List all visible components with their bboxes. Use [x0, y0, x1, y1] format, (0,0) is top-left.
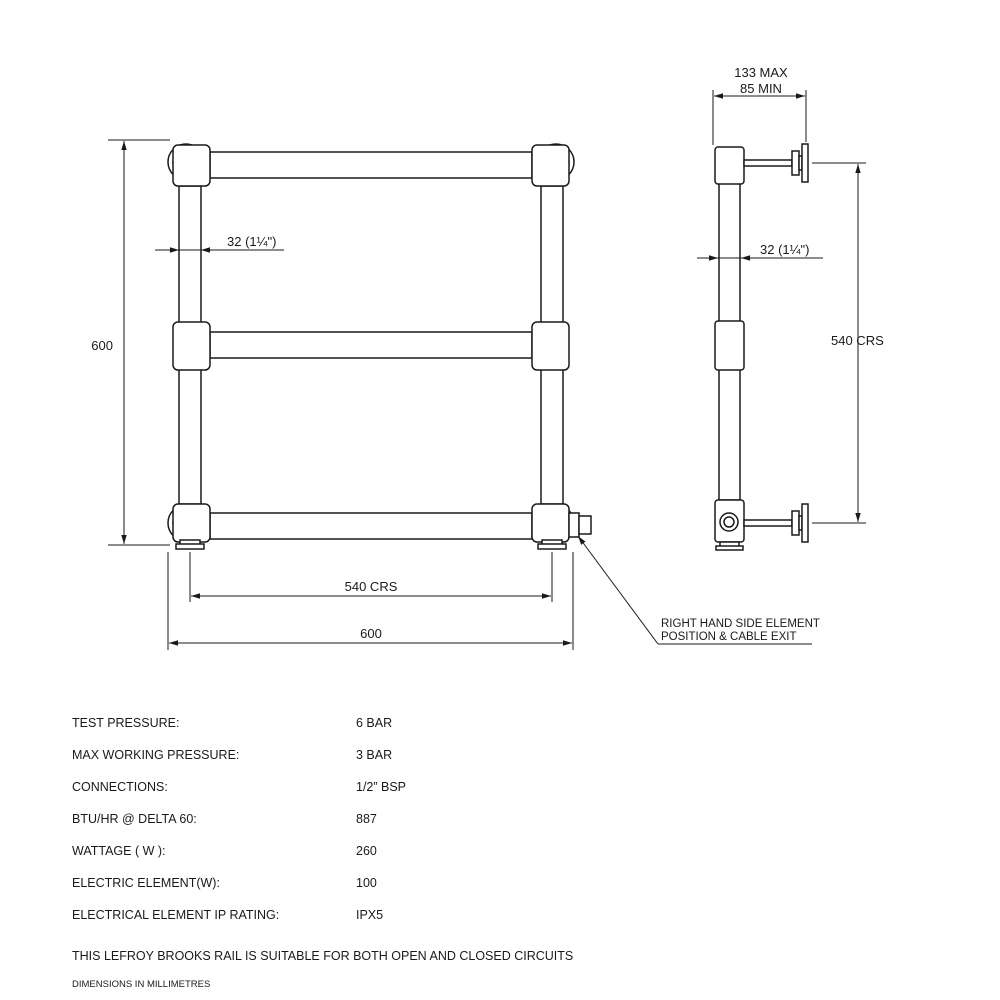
front-centres-label: 540 CRS	[345, 579, 398, 594]
spec-value: IPX5	[356, 908, 384, 922]
side-centres-label: 540 CRS	[831, 333, 884, 348]
height-label: 600	[91, 338, 113, 353]
spec-value: 3 BAR	[356, 748, 393, 762]
spec-label: ELECTRIC ELEMENT(W):	[72, 876, 220, 890]
spec-row: ELECTRIC ELEMENT(W): 100	[72, 876, 672, 894]
middle-rail	[209, 331, 533, 359]
spec-label: WATTAGE ( W ):	[72, 844, 166, 858]
bracket-arm-top	[743, 159, 793, 167]
projection-max-label: 133 MAX	[734, 65, 788, 80]
callout-line-1: RIGHT HAND SIDE ELEMENT	[661, 618, 820, 630]
spec-row: TEST PRESSURE: 6 BAR	[72, 716, 672, 734]
side-joint-middle	[714, 320, 745, 371]
spec-label: BTU/HR @ DELTA 60:	[72, 812, 197, 826]
side-dimensions	[697, 90, 866, 524]
element-cap	[568, 512, 580, 538]
circuit-suitability-note: THIS LEFROY BROOKS RAIL IS SUITABLE FOR …	[72, 949, 574, 963]
joint-bottom-right	[531, 503, 570, 543]
width-label: 600	[360, 626, 382, 641]
spec-row: CONNECTIONS: 1/2” BSP	[72, 780, 672, 798]
front-dimensions	[108, 139, 812, 650]
wall-plate-bottom	[801, 503, 809, 543]
top-rail	[209, 151, 533, 179]
bracket-arm-bottom	[743, 519, 793, 527]
projection-min-label: 85 MIN	[740, 81, 782, 96]
spec-row: ELECTRICAL ELEMENT IP RATING: IPX5	[72, 908, 672, 926]
joint-top-right	[531, 144, 570, 187]
spec-label: TEST PRESSURE:	[72, 716, 180, 730]
wall-plate-top	[801, 143, 809, 183]
spec-label: ELECTRICAL ELEMENT IP RATING:	[72, 908, 280, 922]
joint-middle-right	[531, 321, 570, 371]
side-view	[714, 143, 809, 551]
side-joint-top	[714, 146, 745, 185]
spec-value: 1/2” BSP	[356, 780, 407, 794]
spec-value: 100	[356, 876, 377, 890]
spec-label: CONNECTIONS:	[72, 780, 168, 794]
spec-row: BTU/HR @ DELTA 60: 887	[72, 812, 672, 830]
spec-value: 887	[356, 812, 377, 826]
bottom-rail	[209, 512, 533, 540]
spec-value: 260	[356, 844, 377, 858]
callout-leader	[577, 535, 659, 645]
callout-line-2: POSITION & CABLE EXIT	[661, 631, 796, 643]
front-view	[167, 143, 592, 550]
spec-value: 6 BAR	[356, 716, 393, 730]
units-note: DIMENSIONS IN MILLIMETRES	[72, 979, 211, 990]
joint-bottom-left	[172, 503, 211, 543]
spec-label: MAX WORKING PRESSURE:	[72, 748, 240, 762]
joint-top-left	[172, 144, 211, 187]
side-bottom-port	[719, 512, 739, 532]
front-tube-dia-label: 32 (1¼")	[227, 234, 276, 249]
spec-row: MAX WORKING PRESSURE: 3 BAR	[72, 748, 672, 766]
side-tube-dia-label: 32 (1¼")	[760, 242, 809, 257]
joint-middle-left	[172, 321, 211, 371]
spec-row: WATTAGE ( W ): 260	[72, 844, 672, 862]
